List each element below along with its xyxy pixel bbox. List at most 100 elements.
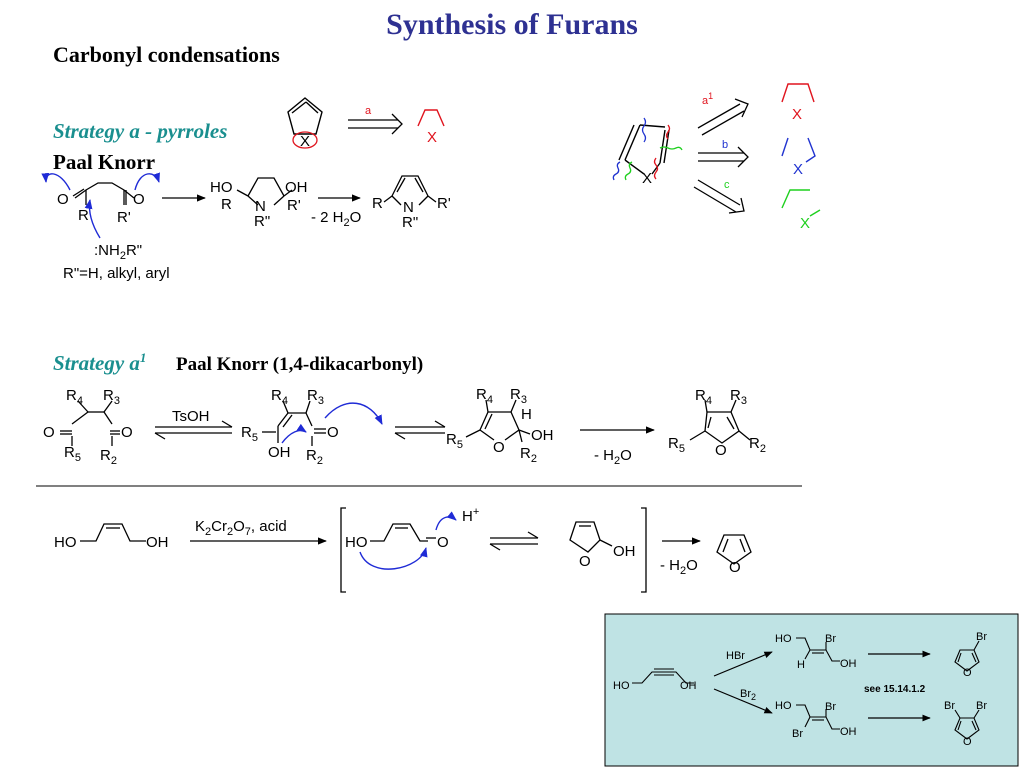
route-a1-label-sup: 1 xyxy=(708,91,713,101)
fragment-c-bond xyxy=(809,209,821,217)
enol-r4-sub: 4 xyxy=(282,395,288,407)
butynediol-ho: HO xyxy=(613,680,630,692)
step-label-h2o-a1-suffix: O xyxy=(620,447,632,464)
bond-cut-blue xyxy=(641,117,647,143)
disconnection-substrate xyxy=(618,124,670,175)
dibromofuran xyxy=(954,709,980,740)
enol-r4-main: R xyxy=(271,387,282,404)
enol-r2-sub: 2 xyxy=(317,455,323,467)
dibromofuran-o: O xyxy=(963,736,972,748)
diketone-r2-main: R xyxy=(100,447,111,464)
substrate-o-right: O xyxy=(133,191,145,208)
enol-r3-sub: 3 xyxy=(318,395,324,407)
hemiacetal-r3: R3 xyxy=(510,386,527,406)
enol-r2-main: R xyxy=(306,447,317,464)
furan-r4-sub: 4 xyxy=(706,395,712,407)
furan-r3: R3 xyxy=(730,387,747,407)
step-label-h2o-a1-sub: 2 xyxy=(614,455,620,467)
arrow-hbr xyxy=(713,651,773,677)
dihydrofuranol xyxy=(569,521,613,553)
fragment-a1-chain xyxy=(781,83,815,103)
page-title: Synthesis of Furans xyxy=(386,8,638,41)
butenediol-ho: HO xyxy=(54,534,77,551)
amine-label: :NH2R" xyxy=(94,242,142,262)
substituted-furan xyxy=(689,399,751,444)
paal-knorr-heading: Paal Knorr xyxy=(53,150,156,174)
furan-r3-sub: 3 xyxy=(741,395,747,407)
pyrrolidinediol-ho: HO xyxy=(210,179,233,196)
hydroxy-enal xyxy=(370,523,436,542)
route-a1-label-main: a xyxy=(702,95,709,107)
strategy-a-heading: Strategy a - pyrroles xyxy=(53,119,228,143)
bromofuran xyxy=(954,640,980,672)
oxidant-reagent-p3: O xyxy=(233,518,245,535)
equilibrium-arrow-1 xyxy=(154,420,233,440)
disconnection-x-label: X xyxy=(642,170,652,187)
route-b-label: b xyxy=(722,139,728,151)
curved-arrow-hydroxyl xyxy=(359,547,428,570)
retro-arrow-a1 xyxy=(697,98,749,136)
bromobutenediol-ho: HO xyxy=(775,633,792,645)
retro-arrow-b xyxy=(698,146,749,168)
fragment-a-x-label: X xyxy=(427,129,437,146)
fragment-b-bond-right xyxy=(805,137,816,163)
arrow-br2 xyxy=(713,688,773,714)
diketone-r5: R5 xyxy=(64,444,81,464)
pyrrolidinediol xyxy=(236,177,293,206)
diketone-r3: R3 xyxy=(103,387,120,407)
dibromobutenediol xyxy=(796,704,840,730)
dihydrofuranol-oh: OH xyxy=(613,543,636,560)
diketone-r4-sub: 4 xyxy=(77,395,83,407)
fragment-b-x-label: X xyxy=(793,161,803,178)
pyrrole-product xyxy=(383,175,437,206)
enol-r3: R3 xyxy=(307,387,324,407)
bromobutenediol xyxy=(796,637,840,662)
diketone-substrate xyxy=(72,182,135,205)
oxidant-reagent: K2Cr2O7, acid xyxy=(195,518,287,538)
reagent-tsoh: TsOH xyxy=(172,408,210,425)
pyrrolidinediol-r-dprime: R" xyxy=(254,213,270,230)
step-label-h2o-furan: - H2O xyxy=(660,557,698,577)
oxidant-reagent-s1: 2 xyxy=(205,526,211,538)
furan-r2: R2 xyxy=(749,435,766,455)
step-label-h2o-furan-prefix: - H xyxy=(660,557,680,574)
hemiacetal-h: H xyxy=(521,406,532,423)
diketone-r2-sub: 2 xyxy=(111,455,117,467)
reagent-br2-main: Br xyxy=(740,688,751,700)
dihydrofuranol-o: O xyxy=(579,553,591,570)
pyrrole-r: R xyxy=(372,195,383,212)
enol-intermediate xyxy=(262,400,326,446)
substituent-conditions: R"=H, alkyl, aryl xyxy=(63,265,170,282)
proton-label-main: H xyxy=(462,508,473,525)
amine-label-sub: 2 xyxy=(120,250,126,262)
dibromobutenediol-ho: HO xyxy=(775,700,792,712)
fragment-a-chain xyxy=(417,109,445,127)
furan-r5-main: R xyxy=(668,435,679,452)
oxidant-reagent-s3: 7 xyxy=(245,526,251,538)
pyrrolidinediol-oh: OH xyxy=(285,179,308,196)
fragment-a1-x-label: X xyxy=(792,106,802,123)
hemiacetal-r4-main: R xyxy=(476,386,487,403)
step-label-h2o-a1-prefix: - H xyxy=(594,447,614,464)
hemiacetal-r2: R2 xyxy=(520,445,537,465)
bracket-right xyxy=(641,507,647,593)
furan-ring xyxy=(716,534,752,565)
curved-arrow-protonation xyxy=(435,511,457,531)
cyclopentadiene-ring xyxy=(287,97,323,149)
diketone-r5-sub: 5 xyxy=(75,452,81,464)
hemiacetal-r4-sub: 4 xyxy=(487,394,493,406)
route-a1-label: a1 xyxy=(702,91,713,107)
oxidant-reagent-p2: Cr xyxy=(211,518,227,535)
hemiacetal-r3-sub: 3 xyxy=(521,394,527,406)
paal-knorr-14-heading: Paal Knorr (1,4-dikacarbonyl) xyxy=(176,354,424,375)
reagent-hbr: HBr xyxy=(726,650,745,662)
bond-cut-red xyxy=(653,157,659,180)
bromofuran-br: Br xyxy=(976,631,987,643)
hemiacetal-r2-sub: 2 xyxy=(531,453,537,465)
step-label-h2o-furan-sub: 2 xyxy=(680,565,686,577)
hemiacetal-oh: OH xyxy=(531,427,554,444)
route-c-label: c xyxy=(724,179,730,191)
reagent-br2: Br2 xyxy=(740,688,756,702)
dibromobutenediol-oh: OH xyxy=(840,726,857,738)
furan-ring-o: O xyxy=(729,559,741,576)
